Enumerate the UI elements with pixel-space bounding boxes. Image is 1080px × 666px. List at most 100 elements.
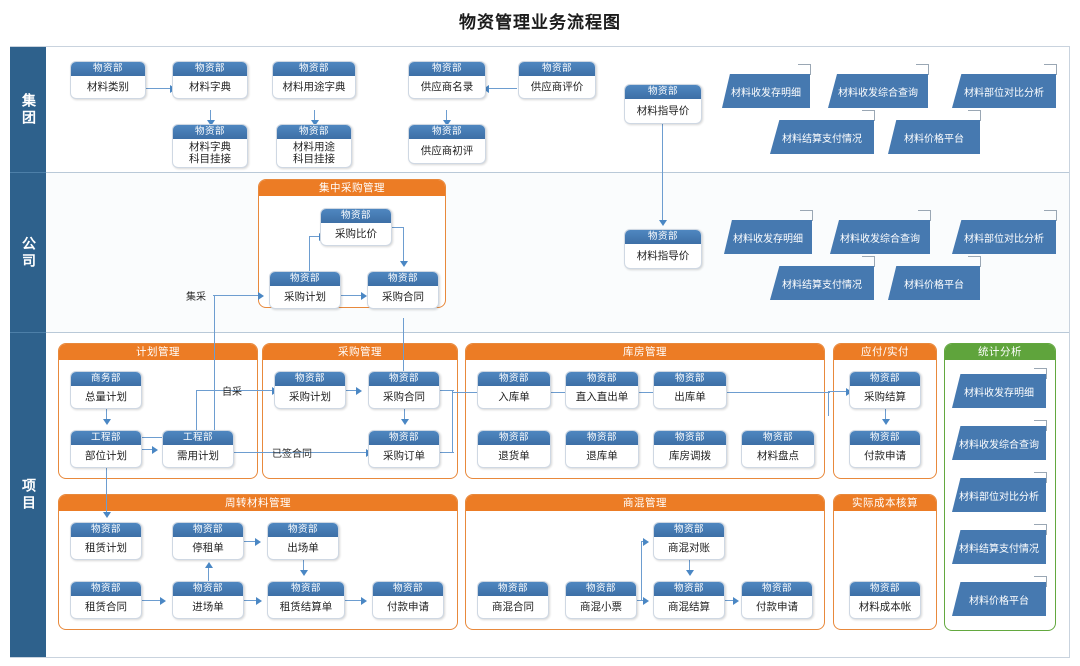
node-dept: 物资部 — [369, 372, 439, 386]
node-material-usage-dictionary[interactable]: 物资部 材料用途字典 — [272, 61, 356, 99]
node-supplier-evaluation[interactable]: 物资部 供应商评价 — [518, 61, 596, 99]
report-material-price-platform-group[interactable]: 材料价格平台 — [888, 120, 980, 154]
panel-title: 库房管理 — [466, 344, 824, 360]
node-dept: 物资部 — [742, 431, 814, 445]
node-rental-plan[interactable]: 物资部 租赁计划 — [70, 522, 142, 560]
node-label: 入库单 — [498, 391, 530, 403]
node-return-goods-order[interactable]: 物资部 退货单 — [477, 430, 551, 468]
report-material-price-platform-project[interactable]: 材料价格平台 — [952, 582, 1046, 616]
node-concrete-ticket[interactable]: 物资部 商混小票 — [565, 581, 637, 619]
node-dept: 物资部 — [71, 62, 145, 76]
node-purchase-plan-company[interactable]: 物资部 采购计划 — [269, 271, 341, 309]
node-material-category[interactable]: 物资部 材料类别 — [70, 61, 146, 99]
arrow-group-2 — [206, 120, 215, 126]
node-label: 进场单 — [192, 601, 224, 613]
node-material-guide-price-company[interactable]: 物资部 材料指导价 — [624, 229, 702, 269]
report-material-inout-detail-group[interactable]: 材料收发存明细 — [722, 74, 810, 108]
node-demand-plan[interactable]: 工程部 需用计划 — [162, 430, 234, 468]
report-material-position-compare-group[interactable]: 材料部位对比分析 — [952, 74, 1056, 108]
panel-title: 采购管理 — [263, 344, 457, 360]
node-dept: 物资部 — [654, 523, 724, 537]
node-dept: 物资部 — [369, 431, 439, 445]
node-warehouse-transfer[interactable]: 物资部 库房调拨 — [653, 430, 727, 468]
node-payment-request-rental[interactable]: 物资部 付款申请 — [372, 581, 444, 619]
node-direct-inout-order[interactable]: 物资部 直入直出单 — [565, 371, 639, 409]
node-enter-site-order[interactable]: 物资部 进场单 — [172, 581, 244, 619]
node-total-plan[interactable]: 商务部 总量计划 — [70, 371, 142, 409]
node-inbound-order[interactable]: 物资部 入库单 — [477, 371, 551, 409]
report-material-inout-detail-project[interactable]: 材料收发存明细 — [952, 374, 1046, 408]
node-supplier-preliminary[interactable]: 物资部 供应商初评 — [408, 124, 486, 164]
node-dept: 物资部 — [519, 62, 595, 76]
node-dept: 物资部 — [173, 125, 247, 139]
node-concrete-settlement[interactable]: 物资部 商混结算 — [653, 581, 725, 619]
node-dept: 物资部 — [409, 62, 485, 76]
node-dept: 商务部 — [71, 372, 141, 386]
connector-company-2 — [390, 227, 404, 229]
node-concrete-contract[interactable]: 物资部 商混合同 — [477, 581, 549, 619]
node-label: 供应商名录 — [420, 81, 474, 93]
connector-jicai — [213, 295, 261, 297]
node-material-usage-subject[interactable]: 物资部 材料用途 科目挂接 — [276, 124, 352, 168]
node-payment-request-concrete[interactable]: 物资部 付款申请 — [741, 581, 813, 619]
arrow-concrete-2 — [643, 596, 649, 605]
node-supplier-directory[interactable]: 物资部 供应商名录 — [408, 61, 486, 99]
report-material-position-compare-project[interactable]: 材料部位对比分析 — [952, 478, 1046, 512]
connector-group-2 — [210, 110, 212, 124]
node-label: 商混结算 — [668, 601, 710, 613]
report-material-inout-query-group[interactable]: 材料收发综合查询 — [828, 74, 928, 108]
node-position-plan[interactable]: 工程部 部位计划 — [70, 430, 142, 468]
node-purchase-settlement[interactable]: 物资部 采购结算 — [849, 371, 921, 409]
node-dept: 物资部 — [373, 582, 443, 596]
node-rental-contract[interactable]: 物资部 租赁合同 — [70, 581, 142, 619]
report-material-inout-query-company[interactable]: 材料收发综合查询 — [830, 220, 930, 254]
report-material-price-platform-company[interactable]: 材料价格平台 — [888, 266, 980, 300]
node-purchase-contract-project[interactable]: 物资部 采购合同 — [368, 371, 440, 409]
connector-company-1b — [309, 236, 321, 238]
report-bracket — [1034, 368, 1047, 379]
connector-proc-2 — [404, 409, 406, 421]
connector-settle-2 — [828, 391, 850, 393]
arrow-turn-2 — [299, 570, 308, 576]
node-dept: 物资部 — [409, 125, 485, 139]
node-purchase-order[interactable]: 物资部 采购订单 — [368, 430, 440, 468]
report-material-position-compare-company[interactable]: 材料部位对比分析 — [952, 220, 1056, 254]
node-label: 材料指导价 — [636, 105, 690, 117]
node-label: 出场单 — [287, 542, 319, 554]
report-bracket — [1044, 210, 1057, 221]
node-label: 材料成本帐 — [858, 601, 912, 613]
node-purchase-comparison[interactable]: 物资部 采购比价 — [320, 208, 392, 246]
node-purchase-plan-project[interactable]: 物资部 采购计划 — [274, 371, 346, 409]
node-material-inventory-check[interactable]: 物资部 材料盘点 — [741, 430, 815, 468]
report-material-settlement-payment-group[interactable]: 材料结算支付情况 — [770, 120, 874, 154]
node-exit-site-order[interactable]: 物资部 出场单 — [267, 522, 339, 560]
node-outbound-order[interactable]: 物资部 出库单 — [653, 371, 727, 409]
node-rental-settlement-order[interactable]: 物资部 租赁结算单 — [267, 581, 345, 619]
report-bracket — [862, 256, 875, 267]
connector-turn-6 — [345, 600, 363, 602]
node-purchase-contract-company[interactable]: 物资部 采购合同 — [367, 271, 439, 309]
report-material-settlement-payment-project[interactable]: 材料结算支付情况 — [952, 530, 1046, 564]
node-label: 采购订单 — [383, 450, 425, 462]
report-material-inout-query-project[interactable]: 材料收发综合查询 — [952, 426, 1046, 460]
arrow-turn-4 — [256, 596, 262, 605]
node-return-warehouse-order[interactable]: 物资部 退库单 — [565, 430, 639, 468]
node-label: 租赁计划 — [85, 542, 127, 554]
node-material-dictionary[interactable]: 物资部 材料字典 — [172, 61, 248, 99]
node-material-guide-price-group[interactable]: 物资部 材料指导价 — [624, 84, 702, 124]
connector-company-1 — [309, 236, 311, 274]
node-dept: 物资部 — [71, 582, 141, 596]
report-bracket — [1034, 420, 1047, 431]
node-material-cost-ledger[interactable]: 物资部 材料成本帐 — [849, 581, 921, 619]
connector-concrete-3 — [689, 560, 691, 572]
node-material-dictionary-subject[interactable]: 物资部 材料字典 科目挂接 — [172, 124, 248, 168]
node-payment-request-payable[interactable]: 物资部 付款申请 — [849, 430, 921, 468]
report-material-inout-detail-company[interactable]: 材料收发存明细 — [724, 220, 812, 254]
node-dept: 物资部 — [625, 230, 701, 244]
panel-title: 实际成本核算 — [834, 495, 936, 511]
node-concrete-reconciliation[interactable]: 物资部 商混对账 — [653, 522, 725, 560]
arrow-turn-5 — [204, 562, 213, 568]
report-material-settlement-payment-company[interactable]: 材料结算支付情况 — [770, 266, 874, 300]
node-stop-rent-order[interactable]: 物资部 停租单 — [172, 522, 244, 560]
arrow-jicai — [258, 291, 264, 300]
